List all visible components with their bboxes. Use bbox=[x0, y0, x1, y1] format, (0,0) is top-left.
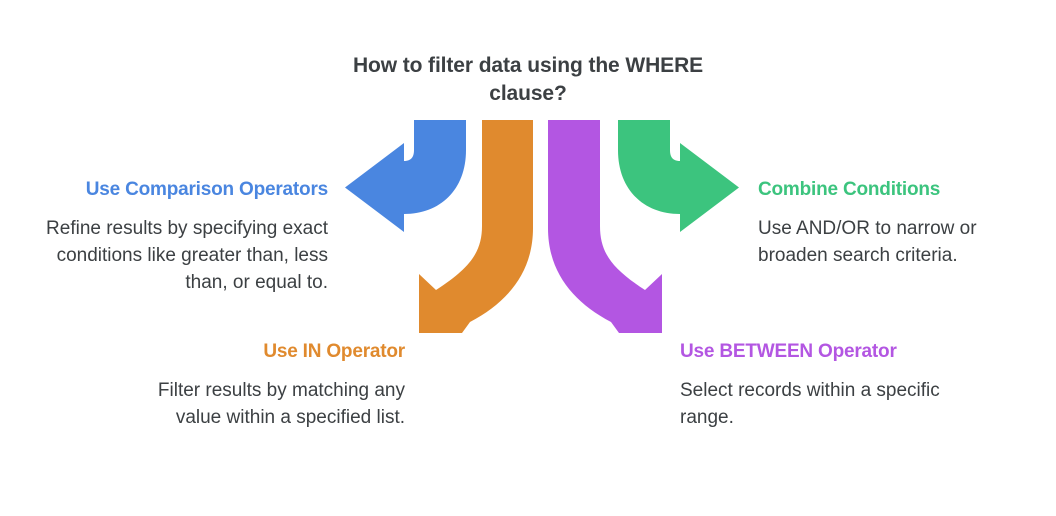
block-comparison: Use Comparison Operators Refine results … bbox=[18, 178, 328, 297]
block-comparison-body: Refine results by specifying exact condi… bbox=[46, 217, 328, 293]
block-in-operator-heading: Use IN Operator bbox=[263, 341, 405, 362]
block-in-operator-body: Filter results by matching any value wit… bbox=[157, 379, 405, 428]
block-between-operator: Use BETWEEN Operator Select records with… bbox=[680, 340, 980, 432]
block-combine-heading: Combine Conditions bbox=[758, 179, 941, 200]
curved-arrow-left-icon bbox=[345, 120, 466, 232]
block-between-operator-body: Select records within a specific range. bbox=[680, 379, 940, 428]
block-combine-body: Use AND/OR to narrow or broaden search c… bbox=[758, 217, 977, 266]
block-combine: Combine Conditions Use AND/OR to narrow … bbox=[758, 178, 1038, 270]
block-between-operator-heading: Use BETWEEN Operator bbox=[680, 341, 897, 362]
block-comparison-heading: Use Comparison Operators bbox=[85, 179, 328, 200]
curved-arrow-down-right-icon bbox=[548, 120, 662, 333]
page-title: How to filter data using the WHERE claus… bbox=[352, 54, 704, 106]
curved-arrow-right-icon bbox=[618, 120, 739, 232]
curved-arrow-down-left-icon bbox=[419, 120, 533, 333]
block-in-operator: Use IN Operator Filter results by matchi… bbox=[110, 340, 405, 432]
